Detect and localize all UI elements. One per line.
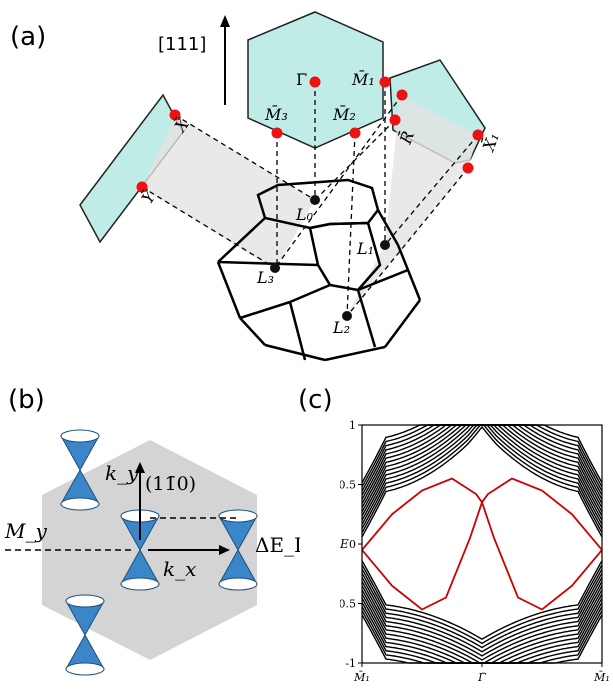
ky-label: k_y bbox=[105, 461, 139, 485]
x-tick-label: M̄₁ bbox=[353, 671, 370, 684]
y-tick-label: 1 bbox=[349, 419, 356, 432]
bulk-band bbox=[361, 424, 603, 484]
panel-a-label: (a) bbox=[10, 22, 47, 52]
bulk-band bbox=[361, 576, 603, 657]
bulk-band bbox=[361, 425, 603, 538]
dirac-cone bbox=[60, 429, 100, 511]
l3-label: L₃ bbox=[256, 268, 274, 287]
m1-label: M̄₁ bbox=[351, 68, 375, 89]
direction-110-label: (11̄0) bbox=[145, 473, 196, 495]
kx-label: k_x bbox=[163, 557, 196, 581]
l1-label: L₁ bbox=[356, 239, 374, 258]
bulk-band bbox=[361, 424, 603, 534]
panel-a-diagram: [111] bbox=[79, 11, 503, 362]
mirror-label: M_y bbox=[4, 519, 47, 543]
m2-label: M̄₂ bbox=[332, 103, 356, 124]
panel-b-diagram: M_y k_y (11̄0) k_x ΔE_D bbox=[4, 429, 300, 676]
projection-lines bbox=[141, 82, 479, 317]
y-tick-label: -1 bbox=[345, 657, 356, 670]
bulk-band bbox=[361, 424, 603, 492]
energy-offset-label: ΔE_D bbox=[255, 533, 300, 557]
bulk-band bbox=[361, 564, 603, 645]
bulk-band bbox=[361, 568, 603, 649]
m3-label: M̄₃ bbox=[264, 103, 288, 124]
y-tick-label: 0.5 bbox=[340, 479, 356, 492]
kx-arrow-head bbox=[219, 545, 230, 555]
l0-label: L₀ bbox=[295, 205, 314, 224]
x-tick-label: M̄₁ bbox=[593, 671, 610, 684]
y-axis-label: E bbox=[340, 537, 349, 551]
bulk-band bbox=[361, 560, 603, 641]
l2-label: L₂ bbox=[332, 318, 350, 337]
bulk-band bbox=[361, 424, 603, 509]
x-tick-label: Γ̄ bbox=[477, 671, 486, 684]
direction-arrow-head bbox=[220, 15, 230, 27]
dirac-cone bbox=[65, 594, 105, 676]
direction-label: [111] bbox=[158, 34, 206, 55]
dirac-cone bbox=[218, 509, 258, 591]
gamma-label: Γ̄ bbox=[296, 70, 307, 89]
y-tick-label: 0 bbox=[349, 538, 356, 551]
bulk-band bbox=[361, 424, 603, 504]
surface-state-line bbox=[361, 499, 603, 611]
panel-c-label: (c) bbox=[298, 385, 333, 415]
surface-state-line bbox=[361, 477, 603, 551]
projection-shade-left bbox=[142, 115, 315, 270]
bulk-band bbox=[361, 572, 603, 653]
panel-b-label: (b) bbox=[8, 385, 45, 415]
y-tick-label: -0.5 bbox=[340, 598, 356, 611]
surface-points bbox=[136, 76, 484, 193]
bulk-band bbox=[361, 597, 603, 664]
bulk-points bbox=[270, 195, 390, 321]
bulk-band bbox=[361, 424, 603, 529]
dirac-cones bbox=[60, 429, 258, 676]
bulk-band bbox=[361, 581, 603, 661]
ky-arrow-head bbox=[135, 462, 145, 473]
bulk-band bbox=[361, 424, 603, 521]
band-structure-chart: -1 -0.5 0 0.5 1M̄₁ Γ̄ M̄₁ E bbox=[340, 419, 610, 684]
projection-shade-right bbox=[345, 95, 478, 318]
